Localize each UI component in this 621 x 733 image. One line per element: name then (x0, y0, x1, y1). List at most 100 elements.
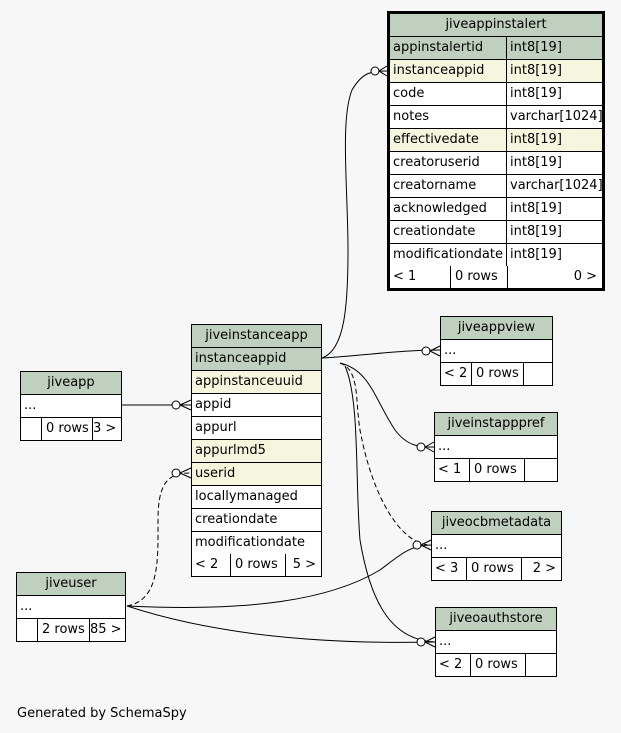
children-count: 0 > (507, 266, 602, 288)
parents-count (17, 619, 37, 641)
table-summary: 2 rows 85 > (17, 619, 125, 641)
column-row: locallymanaged (192, 486, 321, 509)
parents-count: < 1 (393, 269, 417, 284)
column-name: appurl (195, 420, 237, 435)
table-jiveapp[interactable]: jiveapp ... 0 rows 3 > (20, 371, 122, 441)
column-row: appid (192, 394, 321, 417)
columns-placeholder: ... (435, 436, 557, 459)
parents-count: < 3 (435, 561, 459, 576)
column-name: creatorname (393, 178, 477, 193)
children-count: 3 > (92, 418, 121, 440)
table-title: jiveoauthstore (436, 608, 556, 631)
column-name: userid (195, 466, 236, 481)
edge-instanceapp-oauthstore (344, 365, 436, 643)
column-name: acknowledged (393, 201, 487, 216)
row-count: 0 rows (466, 558, 521, 580)
column-row: appurlmd5 (192, 440, 321, 463)
children-count (523, 363, 552, 385)
columns-placeholder: ... (441, 340, 552, 363)
column-type: varchar[1024] (506, 175, 602, 197)
column-row: modificationdate (192, 532, 321, 554)
edge-instanceapp-appinstalert (321, 70, 388, 359)
column-row: instanceappid int8[19] (390, 60, 602, 83)
crowfoot-circle (421, 346, 431, 356)
parents-count (21, 418, 41, 440)
crowfoot-circle (370, 66, 380, 76)
table-jiveappview[interactable]: jiveappview ... < 2 0 rows (440, 316, 553, 386)
crowfoot-mark (429, 345, 441, 357)
column-row: appinstalertid int8[19] (390, 37, 602, 60)
generator-credit: Generated by SchemaSpy (17, 706, 187, 721)
table-summary: < 2 0 rows (436, 654, 556, 676)
table-summary: < 1 0 rows (435, 459, 557, 481)
crowfoot-mark (420, 539, 432, 551)
column-row: appurl (192, 417, 321, 440)
column-type: int8[19] (506, 244, 602, 266)
crowfoot-circle (416, 637, 426, 647)
table-title: jiveappview (441, 317, 552, 340)
table-title: jiveinstapppref (435, 413, 557, 436)
row-count: 0 rows (470, 654, 525, 676)
table-jiveocbmetadata[interactable]: jiveocbmetadata ... < 3 0 rows 2 > (431, 511, 562, 581)
table-title: jiveapp (21, 372, 121, 395)
column-row: notes varchar[1024] (390, 106, 602, 129)
table-summary: < 3 0 rows 2 > (432, 558, 561, 580)
column-name: locallymanaged (195, 489, 298, 504)
crowfoot-mark (378, 65, 388, 77)
table-jiveoauthstore[interactable]: jiveoauthstore ... < 2 0 rows (435, 607, 557, 677)
column-type: int8[19] (506, 60, 602, 82)
children-count: 2 > (521, 558, 561, 580)
row-count: 0 rows (469, 459, 524, 481)
column-name: creatoruserid (393, 155, 480, 170)
crowfoot-circle (416, 442, 426, 452)
column-name: appurlmd5 (195, 443, 266, 458)
column-name: appinstanceuuid (195, 374, 303, 389)
column-name: effectivedate (393, 132, 479, 147)
column-type: int8[19] (506, 37, 602, 59)
table-jiveuser[interactable]: jiveuser ... 2 rows 85 > (16, 572, 126, 642)
parents-count: < 1 (438, 462, 462, 477)
crowfoot-circle (412, 540, 422, 550)
children-count: 85 > (89, 619, 125, 641)
column-name: appinstalertid (393, 40, 484, 55)
columns-placeholder: ... (432, 535, 561, 558)
row-count: 0 rows (471, 363, 523, 385)
crowfoot-mark (179, 467, 192, 479)
row-count: 2 rows (37, 619, 89, 641)
table-title: jiveocbmetadata (432, 512, 561, 535)
crowfoot-circle (171, 400, 181, 410)
columns-placeholder: ... (436, 631, 556, 654)
column-row: userid (192, 463, 321, 486)
edge-instanceapp-ocbmetadata (339, 362, 432, 546)
column-name: creationdate (393, 224, 476, 239)
column-name: notes (393, 109, 430, 124)
column-row: code int8[19] (390, 83, 602, 106)
parents-count: < 2 (439, 657, 463, 672)
table-jiveinstapppref[interactable]: jiveinstapppref ... < 1 0 rows (434, 412, 558, 482)
table-summary: 0 rows 3 > (21, 418, 121, 440)
crowfoot-mark (424, 441, 435, 453)
row-count: 0 rows (450, 266, 507, 288)
table-title: jiveinstanceapp (192, 325, 321, 348)
crowfoot-mark (179, 399, 192, 411)
column-name: code (393, 86, 425, 101)
table-title: jiveappinstalert (390, 14, 602, 37)
edge-user-oauthstore (126, 605, 436, 643)
parents-count: < 2 (195, 557, 219, 572)
column-name: instanceappid (393, 63, 485, 78)
parents-count: < 2 (444, 366, 468, 381)
column-name: appid (195, 397, 232, 412)
row-count: 0 rows (41, 418, 92, 440)
column-type: int8[19] (506, 83, 602, 105)
column-type: varchar[1024] (506, 106, 602, 128)
children-count (524, 459, 557, 481)
table-summary: < 2 0 rows (441, 363, 552, 385)
children-count: 5 > (285, 554, 321, 576)
